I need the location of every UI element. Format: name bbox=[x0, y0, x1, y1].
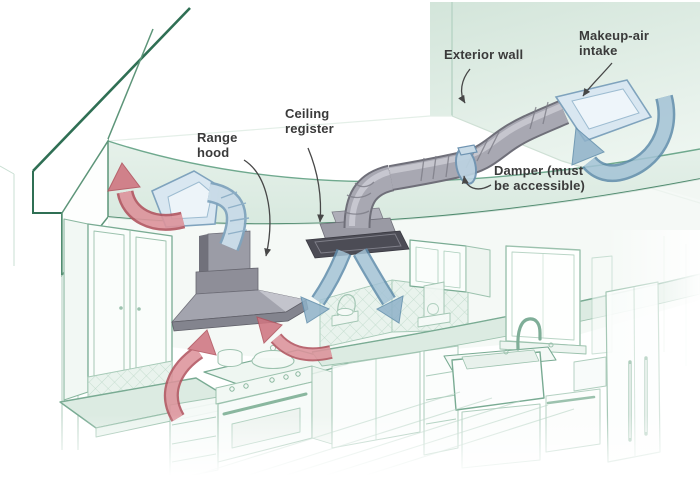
hood-skirt-highlight bbox=[258, 290, 306, 312]
stove-knob bbox=[243, 383, 249, 389]
coffee-maker-base bbox=[417, 312, 451, 328]
stove-knob bbox=[229, 386, 235, 392]
intake-airflow-arrow bbox=[571, 94, 676, 183]
hood-collar bbox=[195, 267, 259, 295]
window-inner-frame bbox=[511, 251, 575, 341]
flex-duct-ribs bbox=[220, 191, 250, 235]
label-ceiling-register-line1: Ceiling bbox=[285, 106, 330, 121]
register-airflow-arrow-left bbox=[300, 248, 352, 324]
stove-knob bbox=[269, 377, 275, 383]
register-elbow-duct bbox=[343, 164, 395, 229]
roof-edge-line bbox=[32, 7, 191, 172]
mixer-arm bbox=[337, 294, 356, 317]
chimney-left-face bbox=[199, 234, 208, 280]
oven-handle bbox=[222, 392, 308, 416]
cooktop-airflow-arrow-right bbox=[256, 316, 333, 362]
upper-cabinet-side bbox=[465, 245, 491, 298]
ceiling-line bbox=[107, 115, 452, 142]
leader-arrow-exterior-wall bbox=[458, 68, 471, 104]
label-exterior-wall-text: Exterior wall bbox=[444, 47, 524, 62]
towel-bar bbox=[546, 395, 596, 405]
stove-knob bbox=[283, 374, 289, 380]
pot-small-body bbox=[217, 354, 243, 367]
exhaust-flex-duct bbox=[206, 181, 250, 252]
sink-basin bbox=[461, 349, 540, 370]
outside-corner-lines bbox=[0, 165, 15, 266]
label-damper: Damper (must be accessible) bbox=[494, 163, 585, 193]
cooktop-airflow-arrow-left bbox=[163, 329, 217, 422]
label-makeup-air-line1: Makeup-air bbox=[579, 28, 650, 43]
register-airflow-arrow-right bbox=[352, 248, 404, 324]
damper-handle bbox=[457, 144, 478, 156]
damper bbox=[454, 144, 478, 185]
label-makeup-air-line2: intake bbox=[579, 43, 618, 58]
label-range-hood-line1: Range bbox=[197, 130, 238, 145]
stand-mixer bbox=[331, 294, 359, 327]
right-fade bbox=[606, 230, 700, 486]
cabinet-knob bbox=[119, 306, 123, 310]
exhaust-airflow-arrow bbox=[107, 162, 186, 231]
label-ceiling-register-line2: register bbox=[285, 121, 334, 136]
register-grille bbox=[314, 233, 402, 254]
mixer-bowl bbox=[336, 307, 354, 317]
coffee-maker bbox=[417, 281, 451, 328]
leader-arrow-damper bbox=[461, 175, 492, 190]
counter-appliance bbox=[573, 356, 607, 392]
label-range-hood: Range hood bbox=[197, 130, 237, 160]
coffee-carafe bbox=[427, 303, 439, 315]
makeup-air-duct bbox=[388, 100, 570, 191]
left-fade bbox=[0, 330, 64, 486]
label-damper-line2: be accessible) bbox=[494, 178, 585, 193]
cabinet-filler-panel bbox=[63, 218, 89, 401]
label-makeup-air-intake: Makeup-air intake bbox=[579, 28, 649, 58]
faucet-handle bbox=[503, 349, 509, 355]
elbow-seams bbox=[344, 181, 375, 215]
leader-arrow-makeup-air bbox=[582, 62, 613, 97]
makeup-air-wall-cap bbox=[554, 79, 653, 142]
leader-arrow-ceiling-register bbox=[307, 147, 325, 223]
leader-arrow-range-hood bbox=[243, 159, 272, 257]
range-hood bbox=[171, 230, 309, 332]
label-leaders bbox=[243, 62, 613, 257]
label-range-hood-line2: hood bbox=[197, 145, 230, 160]
left-wall-edge bbox=[32, 171, 63, 275]
label-exterior-wall: Exterior wall bbox=[444, 47, 523, 62]
label-damper-line1: Damper (must bbox=[494, 163, 584, 178]
roof-inner-line bbox=[107, 28, 154, 140]
faucet bbox=[516, 317, 542, 351]
pot-lid-knob bbox=[269, 344, 277, 352]
stove-knob bbox=[295, 371, 301, 377]
faucet-handle bbox=[548, 342, 554, 348]
bottom-fade bbox=[0, 415, 700, 486]
label-ceiling-register: Ceiling register bbox=[285, 106, 334, 136]
register-flange bbox=[305, 230, 410, 259]
cabinet-knob bbox=[137, 307, 141, 311]
